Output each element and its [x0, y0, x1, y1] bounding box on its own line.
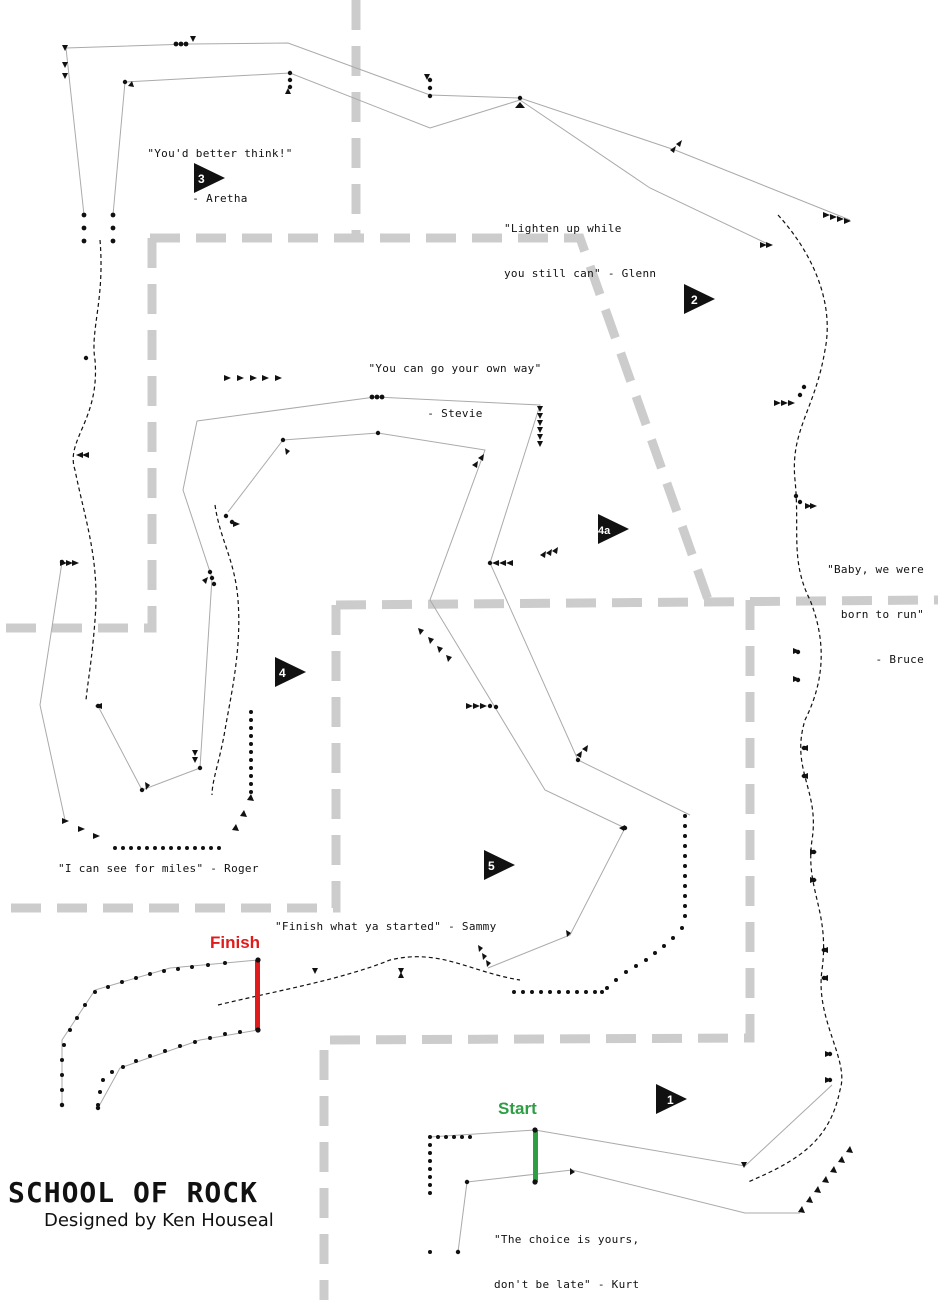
- route-top-right: [519, 99, 771, 246]
- boundary-middle-room: [335, 595, 938, 610]
- route-start-d: [457, 1181, 468, 1253]
- route-top-inner: [124, 72, 521, 129]
- leg-marker-4a-label: 4a: [598, 525, 611, 537]
- dashed-left-snake: [72, 239, 102, 701]
- dots-room5-right: [605, 814, 687, 990]
- route-left-inner: [112, 81, 126, 216]
- dashed-right-snake: [747, 214, 843, 1183]
- leg-marker-1-label: 1: [667, 1093, 674, 1107]
- leg-marker-3: 3: [193, 161, 227, 195]
- start-label: Start: [498, 1099, 537, 1118]
- leg-marker-3-label: 3: [198, 172, 205, 186]
- quote-line: "The choice is yours,: [494, 1233, 640, 1246]
- triangle-marker-icon: 5: [484, 850, 515, 880]
- route-start-b: [466, 1169, 800, 1214]
- dots-start-box: [428, 1135, 472, 1254]
- quote-bruce: "Baby, we were born to run" - Bruce: [800, 532, 924, 682]
- route-finish-a: [61, 959, 259, 1105]
- dashed-routes: [72, 214, 843, 1183]
- route-lines: [39, 42, 851, 1253]
- boundary-right-room: [319, 600, 755, 1300]
- map-designer-credit: Designed by Ken Houseal: [44, 1210, 274, 1231]
- leg-marker-2-label: 2: [691, 293, 698, 307]
- dots-room4-right: [249, 710, 253, 794]
- quote-line: don't be late" - Kurt: [494, 1278, 640, 1291]
- finish-line: [255, 957, 261, 1033]
- quote-roger: "I can see for miles" - Roger: [58, 862, 259, 875]
- finish-label: Finish: [210, 933, 261, 952]
- boundary-left-room: [0, 238, 157, 633]
- quote-aretha: "You'd better think!" - Aretha: [130, 116, 310, 221]
- quote-sammy: "Finish what ya started" - Sammy: [275, 920, 497, 933]
- dots-room4-bottom: [113, 846, 221, 850]
- quote-line: you still can" - Glenn: [504, 267, 657, 280]
- quote-line: - Stevie: [427, 407, 483, 420]
- route-room4-b: [227, 439, 284, 513]
- dots-misc: [59, 41, 833, 1255]
- triangle-marker-icon: 4a: [598, 514, 629, 544]
- leg-marker-5-label: 5: [488, 859, 495, 873]
- quote-glenn: "Lighten up while you still can" - Glenn: [504, 191, 656, 296]
- quote-line: - Aretha: [192, 192, 248, 205]
- dashed-finish: [217, 956, 521, 1006]
- route-room4a-outer: [196, 396, 691, 816]
- leg-marker-4: 4: [274, 655, 308, 689]
- leg-marker-5: 5: [483, 848, 517, 882]
- triangle-marker-icon: 3: [194, 163, 225, 193]
- quote-line: "You can go your own way": [368, 362, 542, 375]
- quote-kurt: "The choice is yours, don't be late" - K…: [494, 1202, 639, 1307]
- quote-line: "Baby, we were: [827, 563, 924, 576]
- route-finish-b: [97, 1029, 259, 1109]
- triangle-marker-icon: 2: [684, 284, 715, 314]
- dots-finish-arcs: [60, 961, 242, 1107]
- leg-marker-2: 2: [683, 282, 717, 316]
- triangle-marker-icon: 4: [275, 657, 306, 687]
- route-room4-c: [97, 705, 201, 791]
- boundary-upper-room: [150, 233, 715, 607]
- start-line: [532, 1127, 538, 1185]
- quote-line: - Bruce: [875, 653, 924, 666]
- route-room4a-inner: [282, 432, 626, 969]
- quote-line: "You'd better think!": [147, 147, 293, 160]
- route-room4-d: [39, 561, 66, 821]
- dots-room5-bottom: [512, 990, 604, 994]
- dot-sections: [59, 41, 833, 1255]
- quote-line: "Lighten up while: [504, 222, 622, 235]
- map-title: SCHOOL OF ROCK: [8, 1176, 259, 1209]
- dashed-room4: [211, 504, 240, 796]
- route-left-outer: [65, 47, 85, 216]
- leg-marker-4-label: 4: [279, 666, 286, 680]
- quote-line: born to run": [840, 608, 924, 621]
- route-room4-a: [182, 420, 213, 769]
- triangle-flags: [60, 36, 853, 1213]
- leg-marker-4a: 4a: [597, 512, 631, 546]
- quote-stevie: "You can go your own way" - Stevie: [350, 331, 560, 436]
- leg-marker-1: 1: [655, 1082, 689, 1116]
- boundary-middle-vertical: [0, 605, 341, 913]
- triangle-marker-icon: 1: [656, 1084, 687, 1114]
